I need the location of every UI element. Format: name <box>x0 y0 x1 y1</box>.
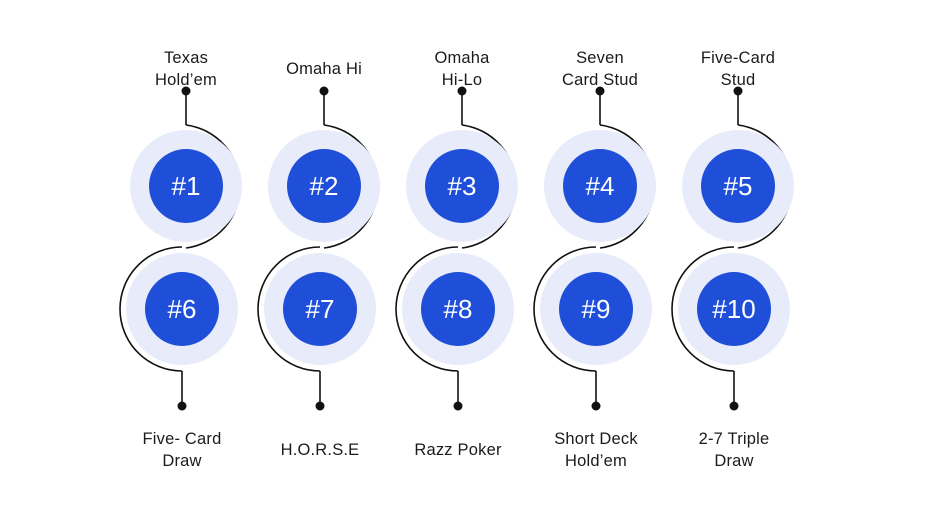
badge-number: #9 <box>582 294 611 324</box>
label-line: Short Deck <box>554 430 638 448</box>
bottom-variant-label: H.O.R.S.E <box>250 428 390 472</box>
badge-circle <box>697 272 771 346</box>
badge-node: #9 <box>540 253 652 365</box>
badge-node: #6 <box>126 253 238 365</box>
label-line: Hold’em <box>155 71 217 89</box>
badge-node: #4 <box>544 130 656 242</box>
connector-arc <box>257 246 321 372</box>
badge-circle <box>563 149 637 223</box>
badge-number: #1 <box>172 171 201 201</box>
label-line: Hi-Lo <box>441 71 483 89</box>
label-line: Hold’em <box>565 452 627 470</box>
label-line: Draw <box>162 452 202 470</box>
label-line: Omaha <box>434 49 490 67</box>
badge-number: #4 <box>586 171 615 201</box>
badge-number: #7 <box>306 294 335 324</box>
badge-circle <box>149 149 223 223</box>
label-line: Seven <box>576 49 624 67</box>
label-line: H.O.R.S.E <box>280 441 360 459</box>
badge-number: #8 <box>444 294 473 324</box>
connector-dot <box>457 86 467 96</box>
badge-circle <box>559 272 633 346</box>
label-line: Omaha Hi <box>286 60 362 78</box>
badge-circle <box>287 149 361 223</box>
badge-node: #1 <box>130 130 242 242</box>
badge-circle <box>145 272 219 346</box>
connector-dot <box>453 401 463 411</box>
label-line: Texas <box>163 49 209 67</box>
connector-dot <box>319 86 329 96</box>
label-line: Five-Card <box>700 49 776 67</box>
connector-dot <box>177 401 187 411</box>
label-line: 2-7 Triple <box>698 430 770 448</box>
top-variant-label: Omaha Hi <box>254 47 394 91</box>
connector-dot <box>181 86 191 96</box>
badge-circle <box>425 149 499 223</box>
label-line: Five- Card <box>142 430 222 448</box>
connector-dot <box>729 401 739 411</box>
badge-number: #5 <box>724 171 753 201</box>
badge-node: #7 <box>264 253 376 365</box>
badge-number: #3 <box>448 171 477 201</box>
badge-node: #2 <box>268 130 380 242</box>
connector-arc <box>119 246 183 372</box>
label-line: Card Stud <box>561 71 639 89</box>
badge-number: #2 <box>310 171 339 201</box>
connector-dot <box>591 401 601 411</box>
badge-node: #3 <box>406 130 518 242</box>
connector-arc <box>671 246 735 372</box>
badge-circle <box>421 272 495 346</box>
badge-number: #10 <box>712 294 755 324</box>
badge-node: #10 <box>678 253 790 365</box>
bottom-variant-label: Razz Poker <box>388 428 528 472</box>
badge-circle <box>701 149 775 223</box>
badge-number: #6 <box>168 294 197 324</box>
connector-arc <box>395 246 459 372</box>
connector-dot <box>733 86 743 96</box>
label-line: Stud <box>720 71 756 89</box>
badge-node: #5 <box>682 130 794 242</box>
badge-circle <box>283 272 357 346</box>
label-line: Draw <box>714 452 754 470</box>
badge-node: #8 <box>402 253 514 365</box>
connector-arc <box>533 246 597 372</box>
connector-dot <box>595 86 605 96</box>
label-line: Razz Poker <box>414 441 502 459</box>
connector-dot <box>315 401 325 411</box>
